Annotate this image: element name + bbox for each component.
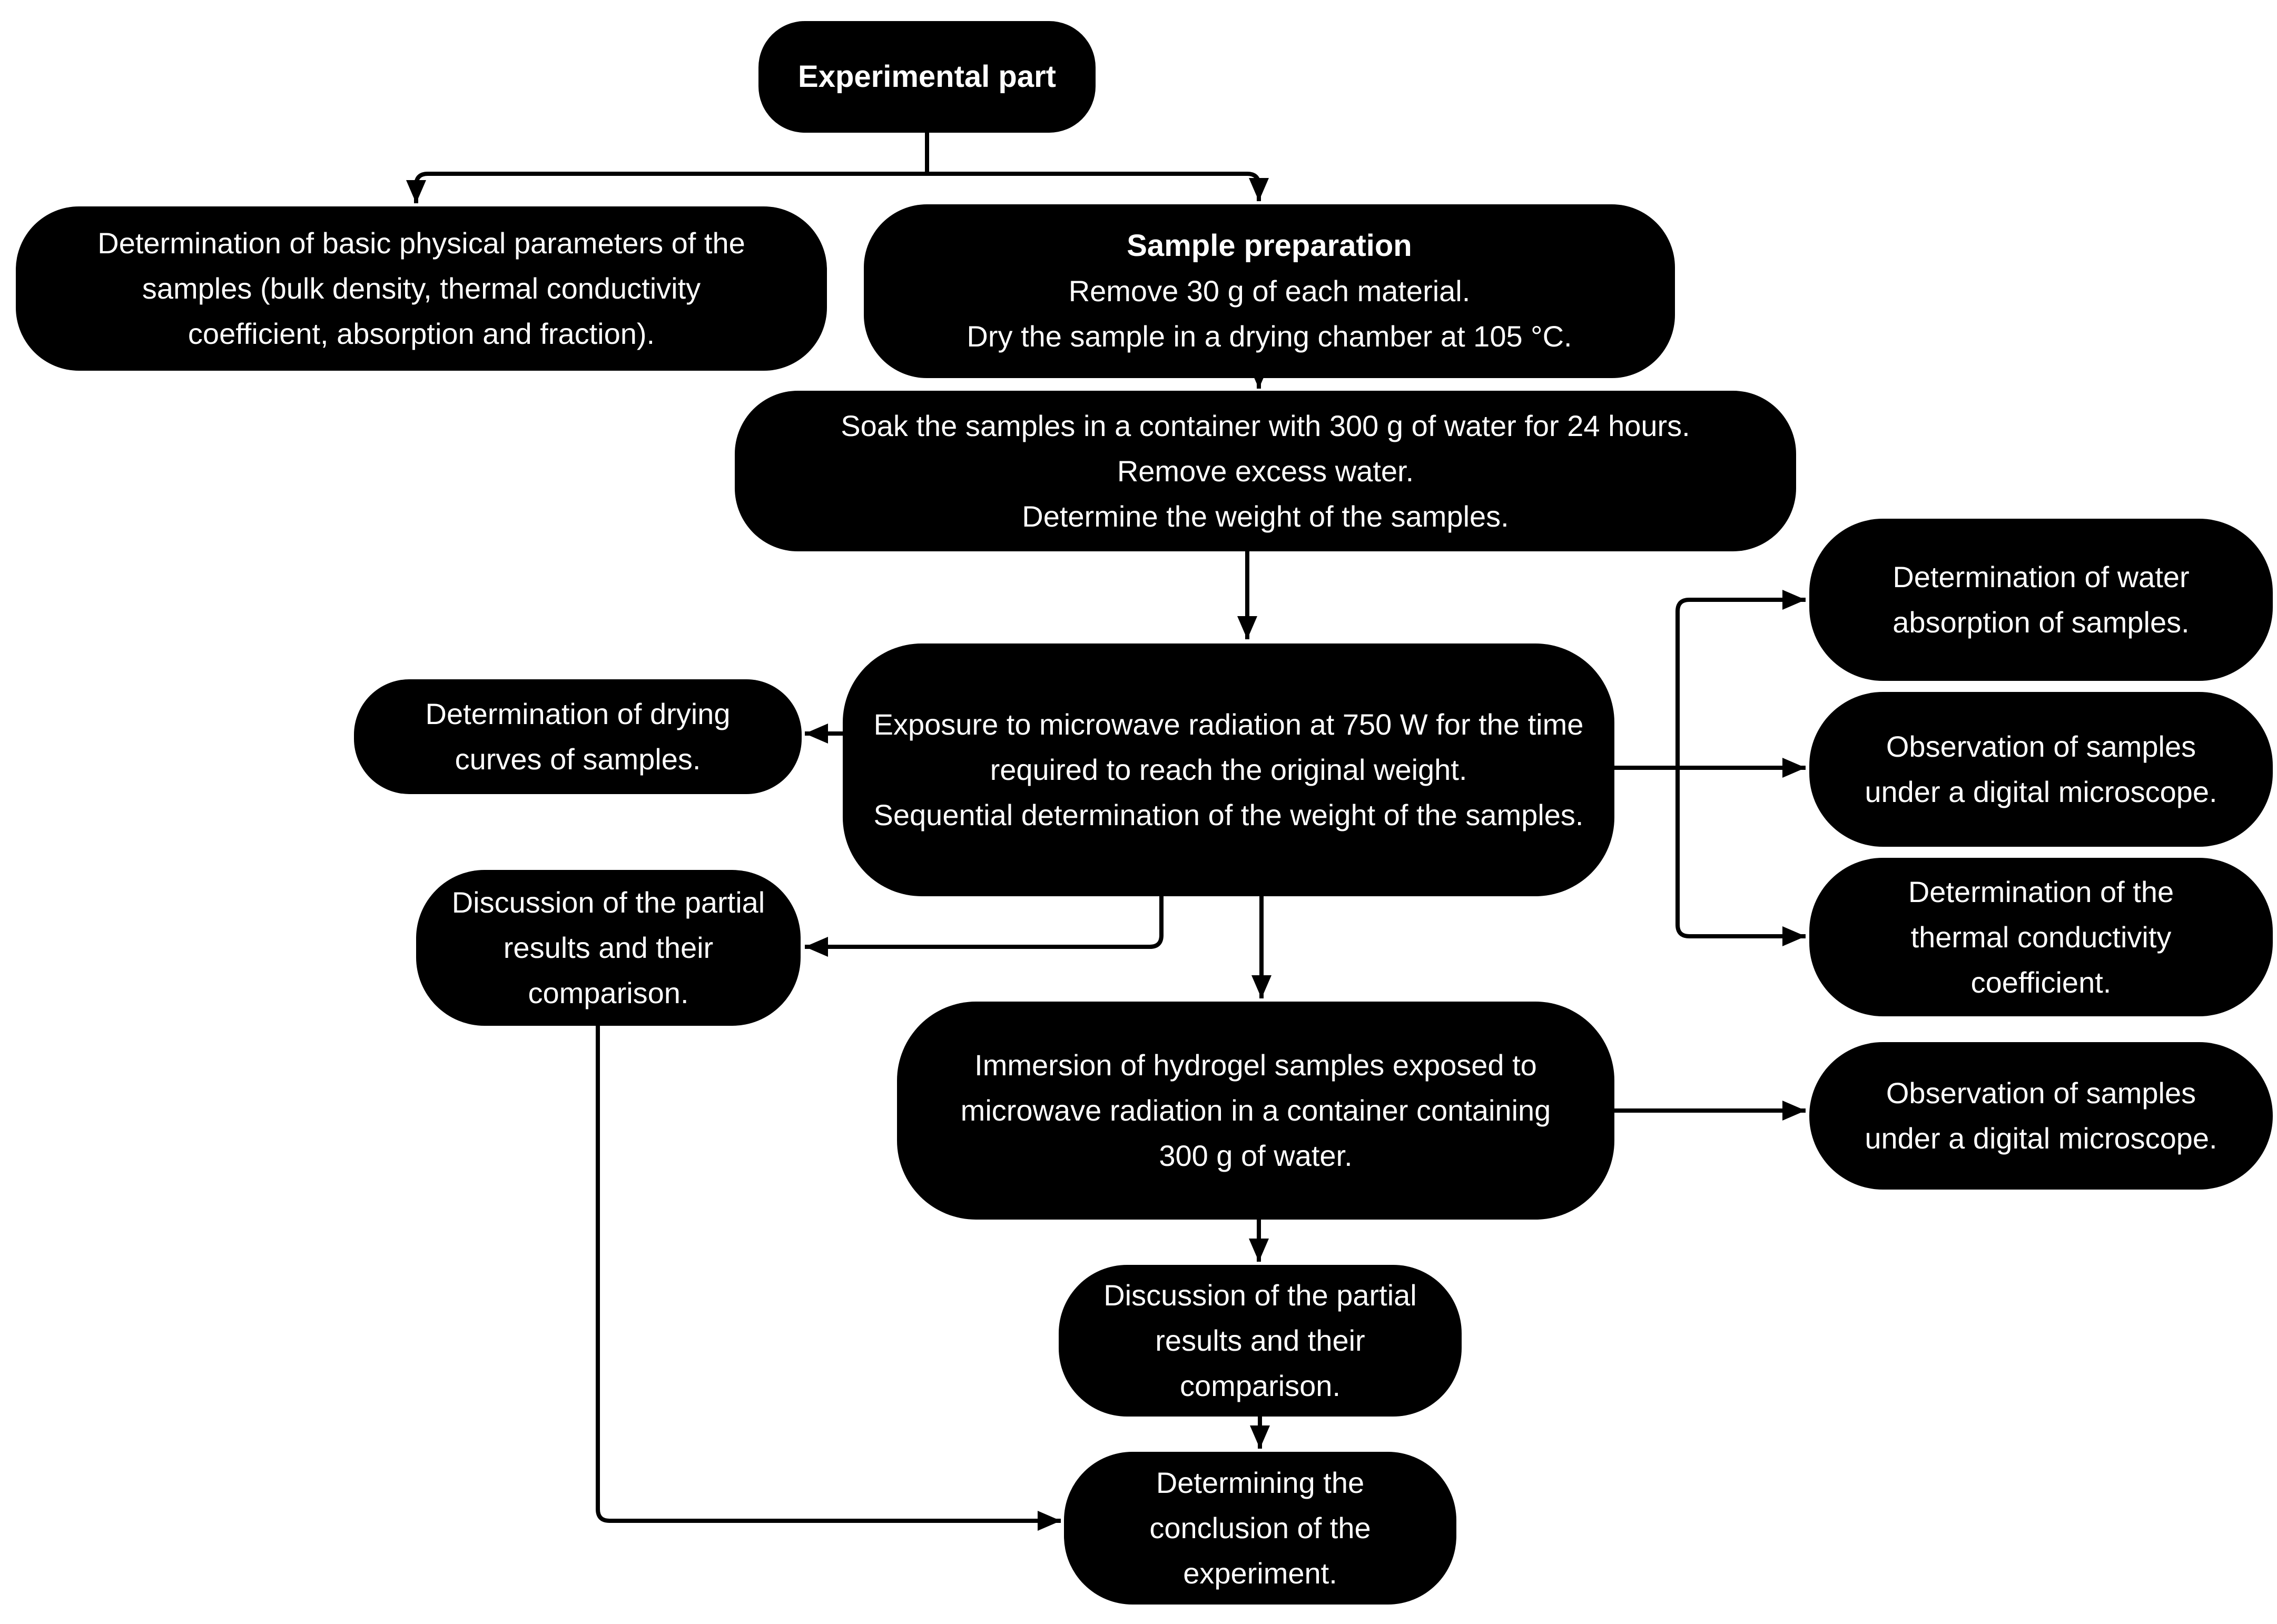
node-discussion-partial-2: Discussion of the partial results and th… — [1059, 1265, 1462, 1417]
node-text-line: Determination of the — [1908, 875, 2174, 908]
node-text-line: coefficient. — [1970, 965, 2112, 999]
node-text-line: Remove excess water. — [1117, 454, 1414, 488]
node-text-line: Observation of samples — [1886, 730, 2196, 763]
node-text-line: Dry the sample in a drying chamber at 10… — [967, 320, 1572, 353]
node-basic-parameters: Determination of basic physical paramete… — [16, 206, 827, 371]
node-thermal-conductivity: Determination of the thermal conductivit… — [1809, 858, 2273, 1016]
node-text-line: Determine the weight of the samples. — [1022, 499, 1509, 533]
node-text-line: Determination of drying — [425, 697, 731, 730]
connector-exposure-to-thermal-conductivity — [1675, 768, 1806, 946]
node-text-line: absorption of samples. — [1892, 606, 2190, 639]
node-text-line: Determination of basic physical paramete… — [97, 226, 745, 260]
node-text-line: Determining the — [1156, 1466, 1365, 1499]
node-water-absorption: Determination of water absorption of sam… — [1809, 519, 2273, 681]
connector-exposure-to-water-absorption — [1675, 590, 1806, 768]
node-text-line: required to reach the original weight. — [990, 753, 1467, 786]
node-text-line: Exposure to microwave radiation at 750 W… — [873, 708, 1584, 741]
node-immersion-hydrogel: Immersion of hydrogel samples exposed to… — [897, 1002, 1614, 1220]
node-conclusion: Determining the conclusion of the experi… — [1064, 1452, 1456, 1605]
node-text-line: coefficient, absorption and fraction). — [188, 317, 655, 350]
connector-split-to-sample-preparation — [927, 172, 1269, 201]
node-text-line: Remove 30 g of each material. — [1068, 274, 1471, 308]
node-discussion-partial-1: Discussion of the partial results and th… — [416, 870, 801, 1026]
node-text-line: 300 g of water. — [1159, 1139, 1353, 1172]
node-text-line: samples (bulk density, thermal conductiv… — [142, 272, 701, 305]
node-text-line: Determination of water — [1892, 560, 2190, 593]
node-text-line: Immersion of hydrogel samples exposed to — [974, 1048, 1537, 1082]
connector-split-to-basic-parameters — [406, 172, 927, 203]
node-microscope-observation-2: Observation of samples under a digital m… — [1809, 1042, 2273, 1190]
node-title-line: Sample preparation — [1127, 229, 1412, 263]
node-text-line: experiment. — [1183, 1557, 1337, 1590]
connector-exposure-to-discussion-partial-1 — [805, 895, 1164, 957]
node-text-line: microwave radiation in a container conta… — [960, 1094, 1551, 1127]
node-experimental-part: Experimental part — [758, 21, 1096, 133]
node-microscope-observation-1: Observation of samples under a digital m… — [1809, 692, 2273, 847]
node-text-line: Discussion of the partial — [1103, 1279, 1417, 1312]
node-text-line: comparison. — [528, 976, 689, 1009]
node-soak-samples: Soak the samples in a container with 300… — [735, 391, 1796, 551]
node-text-line: conclusion of the — [1149, 1511, 1371, 1544]
node-text-line: results and their — [1155, 1324, 1365, 1357]
node-text-line: curves of samples. — [455, 742, 701, 776]
node-text-line: Discussion of the partial — [451, 886, 765, 919]
node-text-line: under a digital microscope. — [1865, 775, 2217, 808]
node-text-line: thermal conductivity — [1910, 920, 2172, 954]
node-sample-preparation: Sample preparation Remove 30 g of each m… — [864, 204, 1675, 378]
node-text-line: Soak the samples in a container with 300… — [841, 409, 1690, 442]
node-exposure-microwave: Exposure to microwave radiation at 750 W… — [843, 643, 1614, 896]
node-text-line: comparison. — [1179, 1369, 1341, 1402]
node-text-line: results and their — [503, 931, 714, 964]
node-text-line: Sequential determination of the weight o… — [873, 798, 1584, 831]
node-text-line: under a digital microscope. — [1865, 1122, 2217, 1155]
node-drying-curves: Determination of drying curves of sample… — [354, 679, 802, 794]
node-text-line: Experimental part — [798, 60, 1056, 94]
connector-discussion-partial-1-to-conclusion — [596, 1026, 1061, 1531]
node-text-line: Observation of samples — [1886, 1076, 2196, 1110]
